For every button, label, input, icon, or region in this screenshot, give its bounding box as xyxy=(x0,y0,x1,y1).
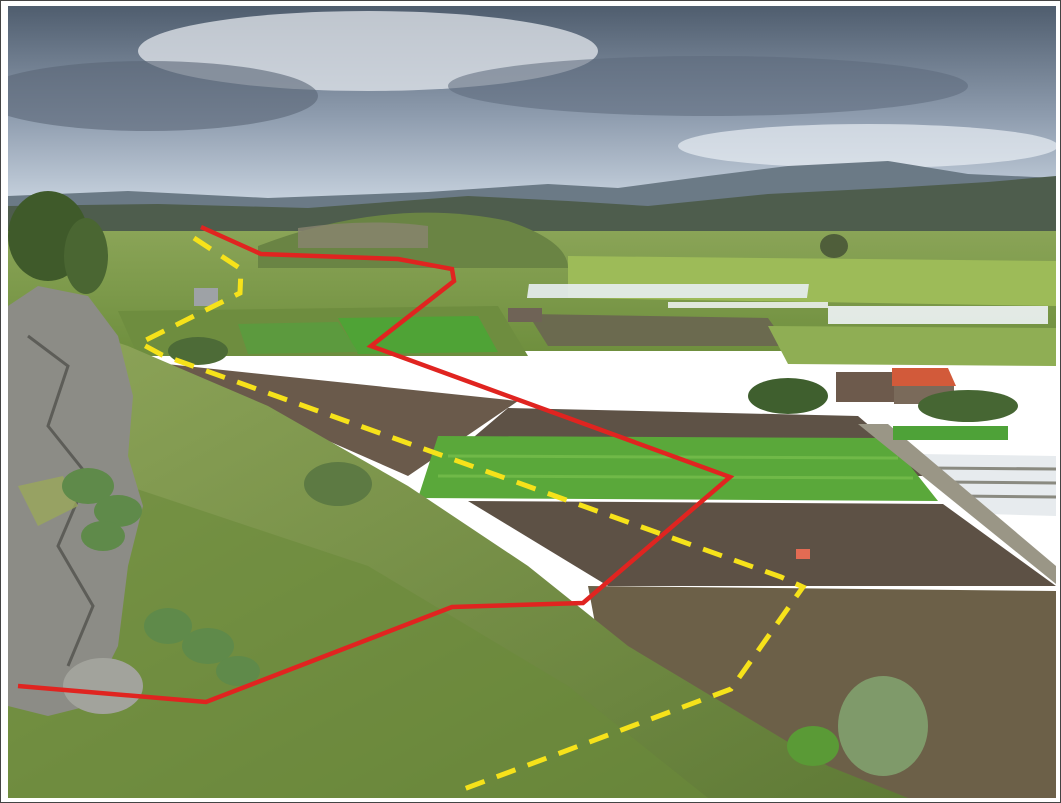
shrub xyxy=(168,337,228,365)
greenhouse xyxy=(668,302,828,308)
hut xyxy=(194,288,218,306)
hut xyxy=(508,308,542,322)
landscape-photo xyxy=(8,6,1056,798)
landscape-svg xyxy=(8,6,1056,798)
tilled-soil xyxy=(468,501,1056,586)
tree xyxy=(820,234,848,258)
shrub xyxy=(787,726,839,766)
green-meadow xyxy=(568,256,1056,306)
plastic-mulch-rows xyxy=(927,466,1056,499)
shrub xyxy=(838,676,928,776)
hill-rock-face xyxy=(298,222,428,248)
cloud-dark xyxy=(8,61,318,131)
yellow-dashed-line xyxy=(134,235,807,795)
small-field-green xyxy=(893,426,1008,440)
field-dark xyxy=(528,314,788,346)
field-light xyxy=(768,326,1056,366)
shrub xyxy=(304,462,372,506)
field-path xyxy=(858,424,1056,584)
field-bright xyxy=(238,322,358,354)
lettuce-field xyxy=(418,436,938,501)
red-marker xyxy=(796,549,810,559)
greenhouse xyxy=(828,306,1048,324)
terrace-plot xyxy=(138,361,518,476)
rock xyxy=(63,658,143,714)
cloud-dark xyxy=(448,56,968,116)
greenhouse xyxy=(526,284,809,298)
mountain-mid xyxy=(8,176,1056,246)
tree xyxy=(64,218,108,294)
shrub xyxy=(748,378,828,414)
field-bright xyxy=(338,316,498,354)
red-boundary-line xyxy=(17,224,735,705)
shrub xyxy=(918,390,1018,422)
farm-building-roof xyxy=(892,368,956,386)
cloud-bright xyxy=(678,124,1056,168)
farm-building xyxy=(836,372,896,402)
prickly-pear-cactus xyxy=(62,468,260,686)
